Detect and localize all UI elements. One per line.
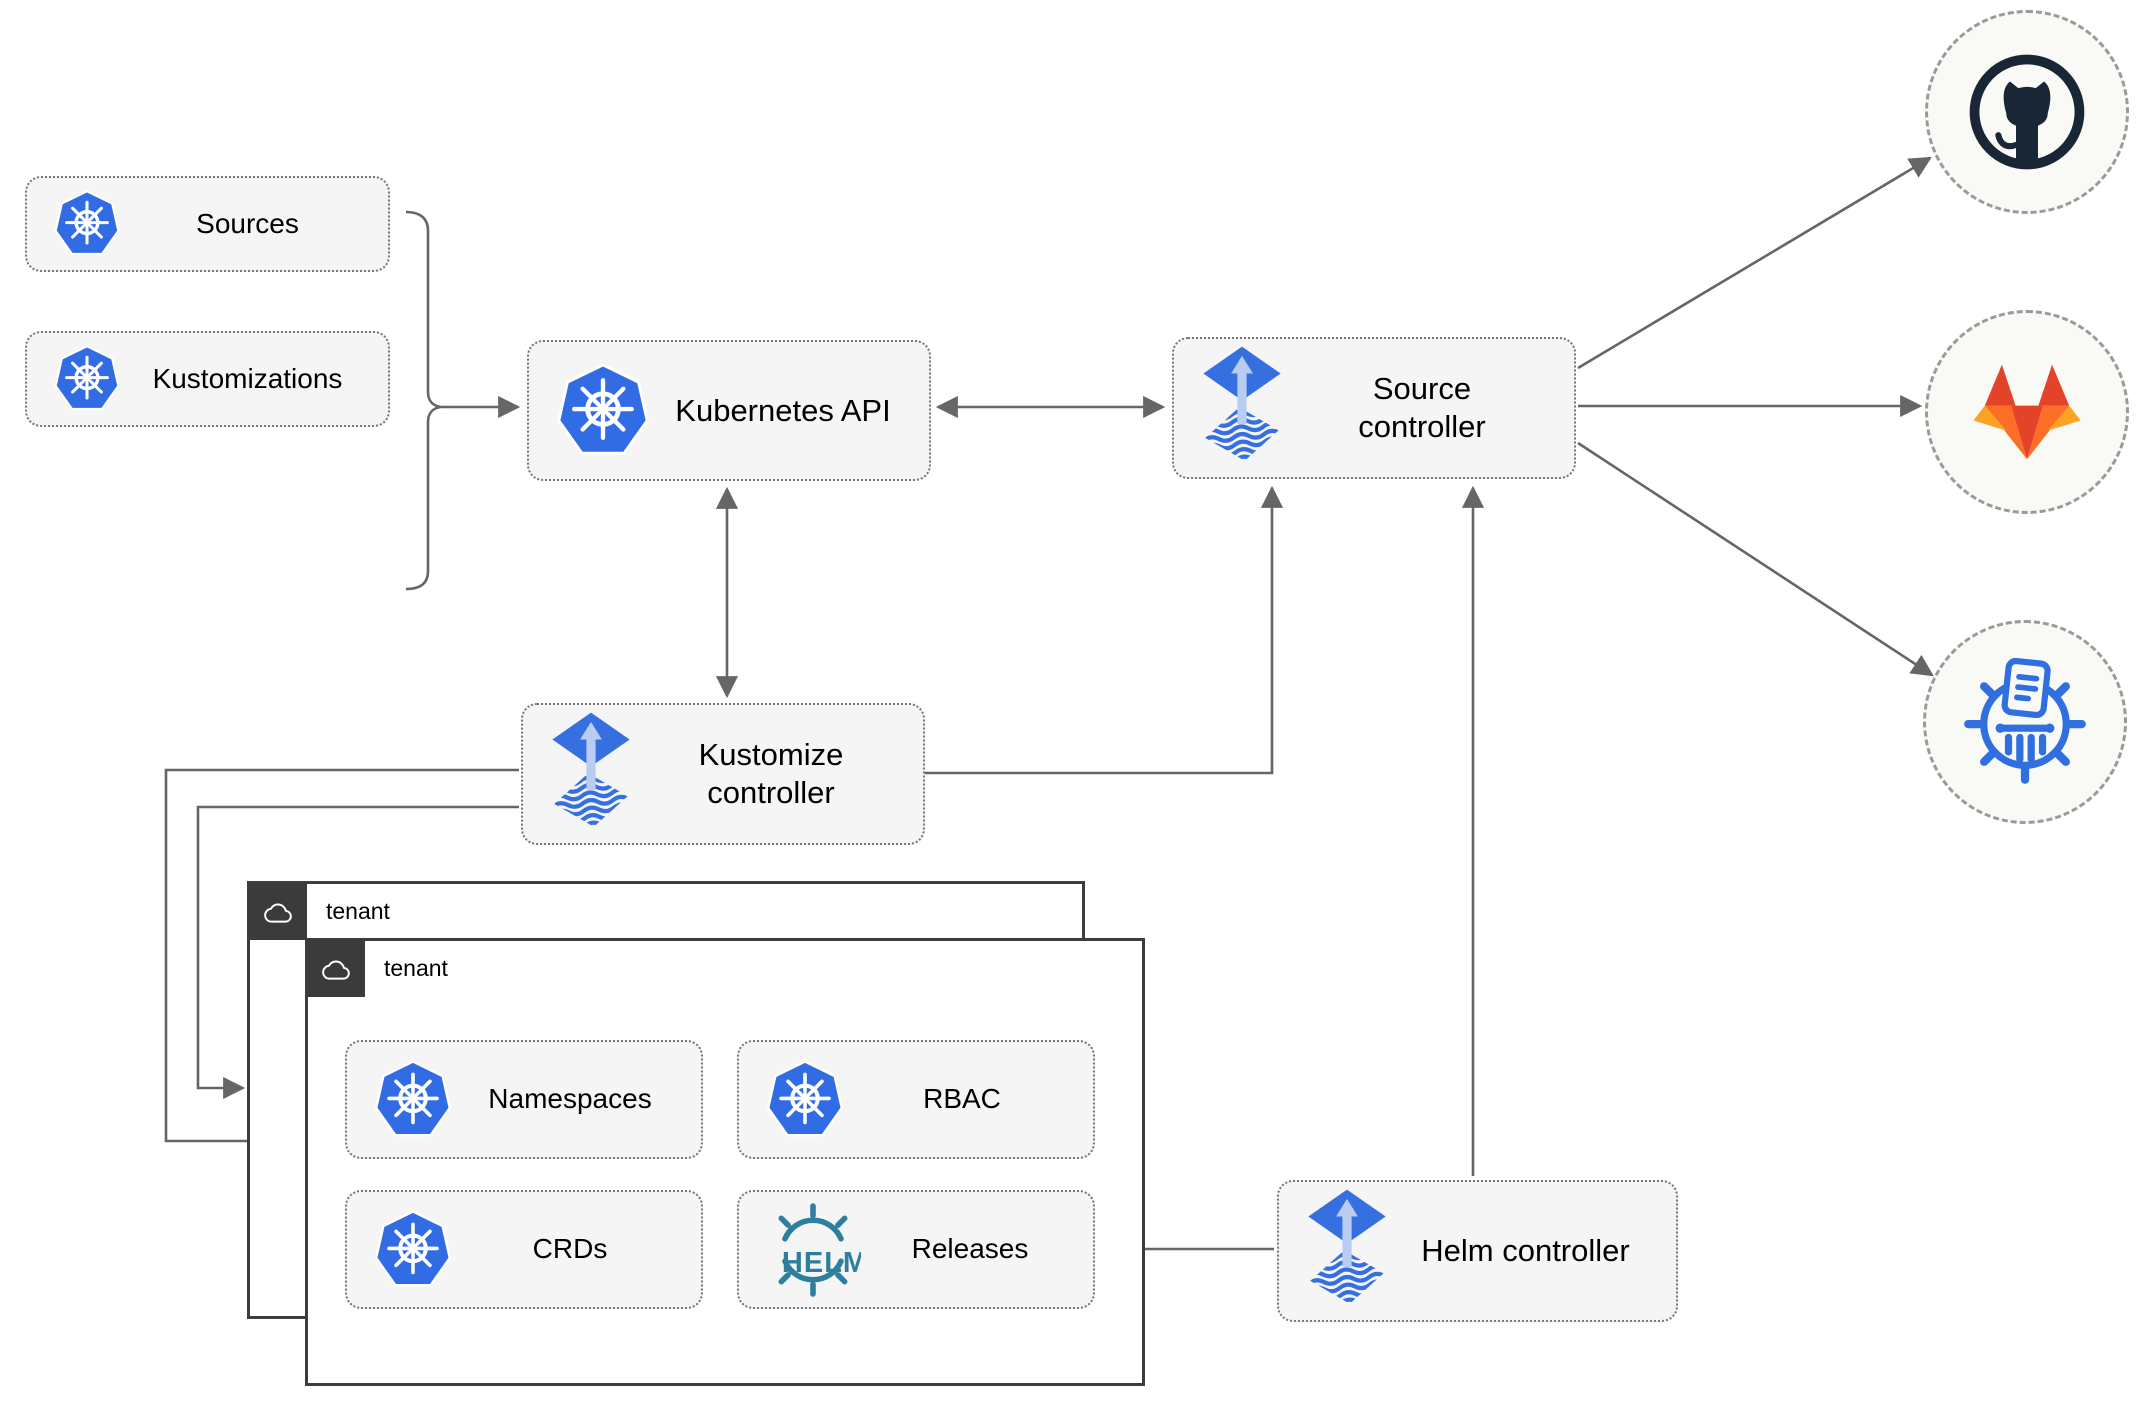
- github-icon: [1966, 51, 2088, 173]
- cloud-icon: [260, 897, 296, 927]
- gitlab-icon: [1970, 360, 2084, 465]
- kubernetes-icon: [373, 1060, 453, 1140]
- tenant-box-front: tenant: [305, 938, 1145, 1386]
- edge-source-to-github: [1577, 156, 1932, 370]
- helm-logo-text: HELM: [782, 1247, 861, 1279]
- node-source-controller: Source controller: [1172, 337, 1576, 479]
- node-releases: HELM Releases: [737, 1190, 1095, 1309]
- kubernetes-icon: [53, 190, 121, 258]
- node-label: Releases: [911, 1233, 1029, 1265]
- node-rbac: RBAC: [737, 1040, 1095, 1159]
- helm-icon: HELM: [765, 1202, 861, 1298]
- node-label: Namespaces: [488, 1083, 652, 1115]
- node-label: Kustomizations: [152, 362, 343, 394]
- kubernetes-icon: [555, 363, 651, 459]
- kubernetes-icon: [373, 1210, 453, 1290]
- node-kubernetes-api: Kubernetes API: [527, 340, 931, 481]
- chartmuseum-icon: [1962, 656, 2088, 788]
- kubernetes-icon: [53, 345, 121, 413]
- external-helm-repository: [1923, 620, 2127, 824]
- node-sources: Sources: [25, 176, 390, 272]
- node-label: Sources: [196, 207, 299, 239]
- edge-brace-sources-group: [405, 210, 442, 591]
- cloud-icon: [318, 954, 354, 984]
- external-github: [1925, 10, 2129, 214]
- node-label: CRDs: [532, 1233, 608, 1265]
- node-label: Kubernetes API: [675, 392, 891, 428]
- flux-icon: [1305, 1188, 1389, 1314]
- node-namespaces: Namespaces: [345, 1040, 703, 1159]
- node-label: Source controller: [1358, 371, 1486, 444]
- kubernetes-icon: [765, 1060, 845, 1140]
- node-label: RBAC: [923, 1083, 1001, 1115]
- node-crds: CRDs: [345, 1190, 703, 1309]
- node-kustomize-controller: Kustomize controller: [521, 703, 925, 845]
- external-gitlab: [1925, 310, 2129, 514]
- tenant-tab: [307, 940, 365, 997]
- tenant-tab: [249, 883, 307, 940]
- tenant-label: tenant: [326, 898, 390, 924]
- node-label: Helm controller: [1421, 1233, 1630, 1269]
- node-helm-controller: Helm controller: [1277, 1180, 1678, 1322]
- edge-kustomize-to-source-controller: [923, 485, 1284, 775]
- edge-source-to-helm-repository: [1577, 441, 1934, 677]
- node-label: Kustomize controller: [698, 737, 844, 810]
- tenant-label: tenant: [384, 955, 448, 981]
- flux-icon: [549, 711, 633, 837]
- flux-icon: [1200, 345, 1284, 471]
- node-kustomizations: Kustomizations: [25, 331, 390, 427]
